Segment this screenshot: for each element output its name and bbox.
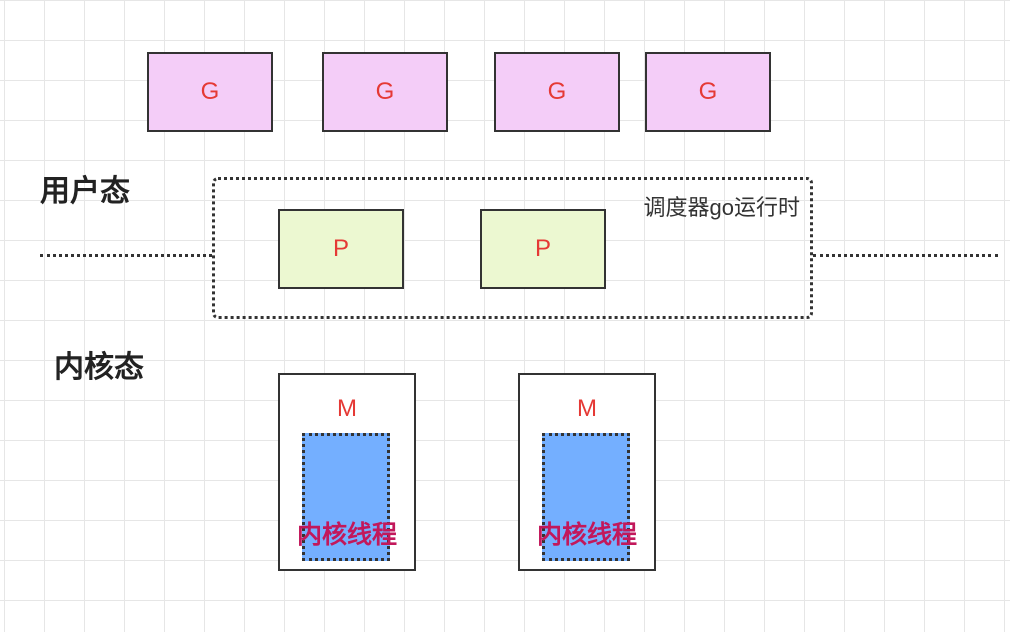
kernel-thread-label: 内核线程 xyxy=(536,521,637,549)
mode-boundary-line-right xyxy=(813,254,998,257)
machine-label: M xyxy=(337,395,357,422)
kernel-thread-label: 内核线程 xyxy=(296,521,397,549)
machine-box-2: M 内核线程 xyxy=(518,373,656,571)
scheduler-label: 调度器go运行时 xyxy=(643,195,800,220)
goroutine-box-4: G xyxy=(645,52,771,132)
goroutine-box-2: G xyxy=(322,52,448,132)
machine-box-1: M 内核线程 xyxy=(278,373,416,571)
kernel-thread-block xyxy=(302,433,390,561)
processor-box-2: P xyxy=(480,209,606,289)
scheduler-region: 调度器go运行时 xyxy=(212,177,813,319)
machine-label: M xyxy=(577,395,597,422)
mode-boundary-line-left xyxy=(40,254,212,257)
kernel-mode-label: 内核态 xyxy=(54,351,144,384)
processor-box-1: P xyxy=(278,209,404,289)
goroutine-box-3: G xyxy=(494,52,620,132)
goroutine-box-1: G xyxy=(147,52,273,132)
user-mode-label: 用户态 xyxy=(40,175,130,208)
kernel-thread-block xyxy=(542,433,630,561)
